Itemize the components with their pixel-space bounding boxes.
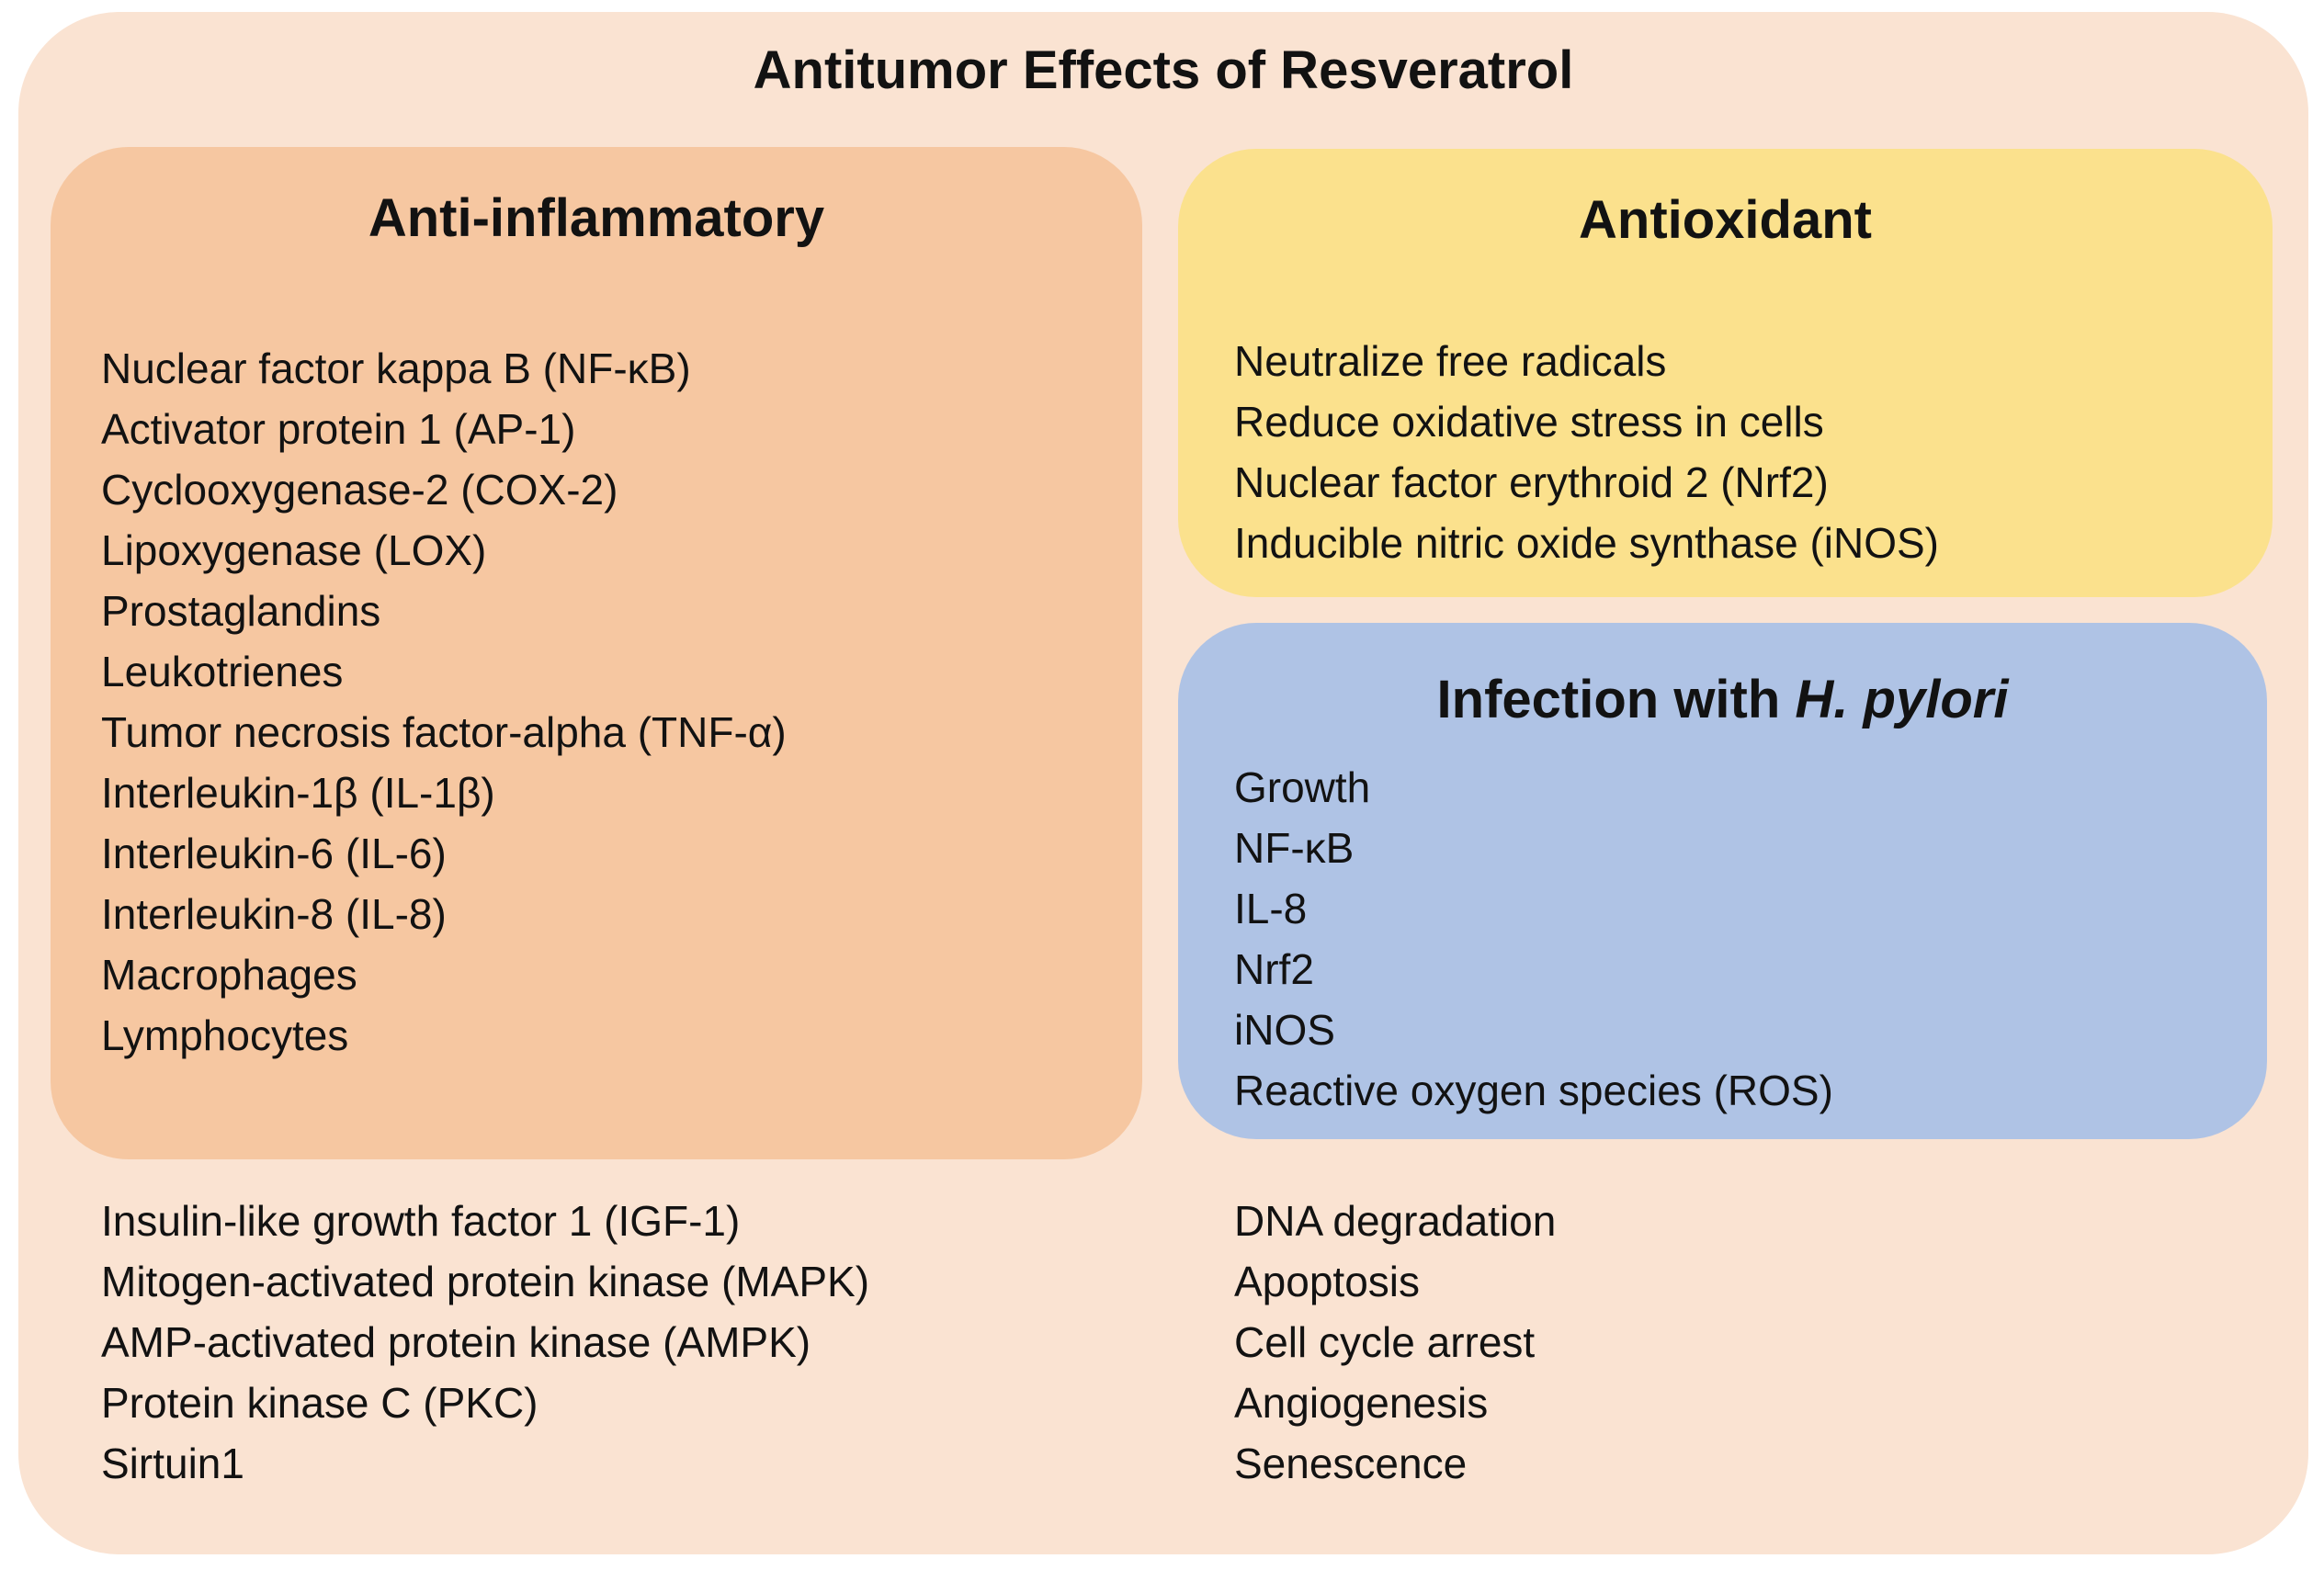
list-item: Cell cycle arrest [1234, 1318, 1536, 1366]
list-item: Lymphocytes [101, 1011, 349, 1059]
list-item: Cyclooxygenase-2 (COX-2) [101, 466, 618, 514]
list-item: Nuclear factor kappa B (NF-κB) [101, 344, 691, 392]
panel-antioxidant-title: Antioxidant [1579, 190, 1872, 250]
list-item: Insulin-like growth factor 1 (IGF-1) [101, 1197, 741, 1245]
list-item: DNA degradation [1234, 1197, 1557, 1245]
anti-inflammatory-list: Nuclear factor kappa B (NF-κB) Activator … [51, 338, 1142, 1066]
list-item: Tumor necrosis factor-alpha (TNF-α) [101, 708, 787, 756]
list-item: Leukotrienes [101, 648, 344, 695]
list-item: Mitogen-activated protein kinase (MAPK) [101, 1258, 870, 1305]
list-item: Interleukin-1β (IL-1β) [101, 769, 495, 817]
panel-infection-title-prefix: Infection with [1436, 670, 1796, 729]
list-item: Prostaglandins [101, 587, 381, 635]
list-item: Angiogenesis [1234, 1379, 1489, 1427]
list-item: Neutralize free radicals [1234, 337, 1667, 385]
list-item: Senescence [1234, 1440, 1468, 1487]
list-item: Reduce oxidative stress in cells [1234, 398, 1824, 446]
list-item: Nrf2 [1234, 945, 1314, 993]
list-item: Interleukin-8 (IL-8) [101, 890, 447, 938]
list-item: iNOS [1234, 1006, 1335, 1054]
panel-infection-title-species: H. pylori [1795, 670, 2009, 729]
bottom-left-list: Insulin-like growth factor 1 (IGF-1) Mito… [101, 1191, 869, 1494]
list-item: Lipoxygenase (LOX) [101, 526, 487, 574]
list-item: Inducible nitric oxide synthase (iNOS) [1234, 519, 1939, 567]
list-item: Protein kinase C (PKC) [101, 1379, 538, 1427]
list-item: Nuclear factor erythroid 2 (Nrf2) [1234, 458, 1829, 506]
list-item: Sirtuin1 [101, 1440, 244, 1487]
list-item: IL-8 [1234, 885, 1308, 932]
list-item: Growth [1234, 763, 1371, 811]
panel-anti-inflammatory-title: Anti-inflammatory [368, 188, 825, 248]
list-item: Apoptosis [1234, 1258, 1421, 1305]
list-item: AMP-activated protein kinase (AMPK) [101, 1318, 811, 1366]
list-item: Activator protein 1 (AP-1) [101, 405, 576, 453]
list-item: Interleukin-6 (IL-6) [101, 830, 447, 877]
list-item: Macrophages [101, 951, 357, 999]
list-item: Reactive oxygen species (ROS) [1234, 1067, 1833, 1114]
panel-anti-inflammatory: Anti-inflammatory Nuclear factor kappa B… [51, 147, 1142, 1159]
list-item: NF-κB [1234, 824, 1355, 872]
panel-infection-title: Infection with H. pylori [1178, 669, 2267, 731]
figure-title: Antitumor Effects of Resveratrol [753, 40, 1574, 100]
antitumor-effects-container: Antitumor Effects of Resveratrol Anti-in… [18, 12, 2308, 1554]
